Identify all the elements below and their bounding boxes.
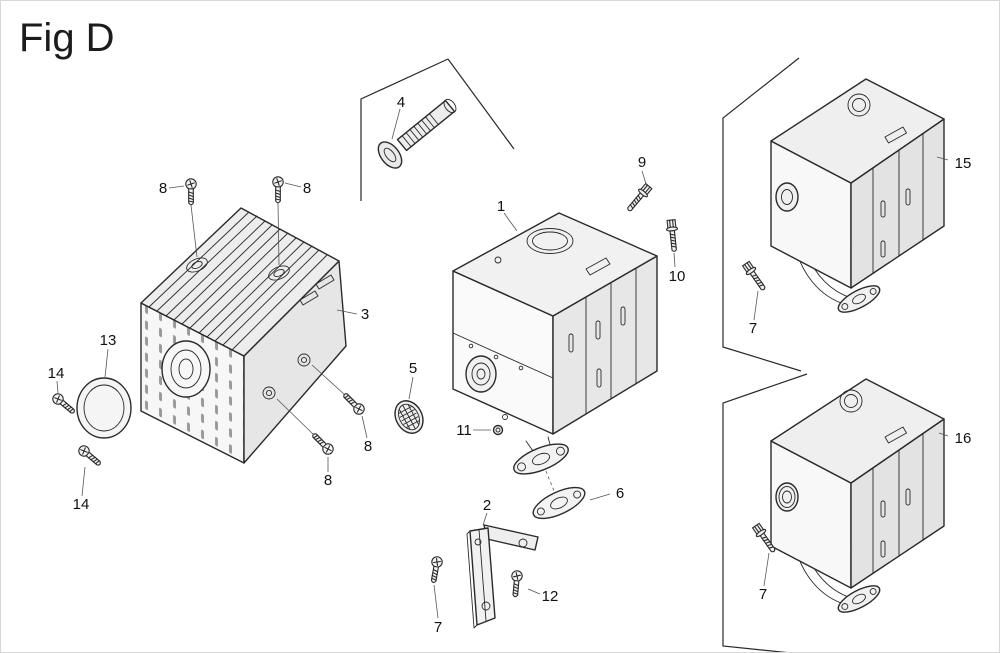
part-label-7a: 7	[434, 619, 442, 636]
part-label-10: 10	[669, 268, 686, 285]
part-label-12: 12	[542, 588, 559, 605]
part-label-4: 4	[397, 94, 405, 111]
part-7-bolt-b	[740, 259, 769, 294]
inset-frame-16	[722, 373, 808, 652]
part-16-muffler-assembly	[770, 378, 945, 613]
part-12-screw	[509, 569, 524, 598]
part-14-screw-a	[50, 391, 78, 417]
part-15-muffler-assembly	[770, 78, 945, 313]
part-10-bolt	[665, 218, 681, 253]
part-13-cap	[76, 377, 132, 439]
leader-lines	[56, 108, 949, 619]
part-3-muffler-protector	[140, 207, 347, 464]
part-label-16: 16	[955, 430, 972, 447]
part-9-bolt	[623, 182, 654, 215]
inset-frame-15	[722, 57, 802, 372]
part-1-muffler	[452, 212, 658, 475]
part-label-9: 9	[638, 154, 646, 171]
part-label-15: 15	[955, 155, 972, 172]
part-label-8a: 8	[159, 180, 167, 197]
part-4-pipe	[377, 98, 457, 169]
part-label-1: 1	[497, 198, 505, 215]
part-label-13: 13	[100, 332, 117, 349]
part-label-2: 2	[483, 497, 491, 514]
part-label-8d: 8	[324, 472, 332, 489]
part-label-8c: 8	[364, 438, 372, 455]
part-6-gasket	[532, 486, 586, 520]
part-2-bracket	[466, 524, 539, 629]
part-5-arrester	[394, 400, 424, 434]
part-label-7b: 7	[749, 320, 757, 337]
part-label-8b: 8	[303, 180, 311, 197]
part-label-14a: 14	[48, 365, 65, 382]
part-14-screw-b	[76, 443, 104, 469]
part-label-5: 5	[409, 360, 417, 377]
part-label-3: 3	[361, 306, 369, 323]
part-11-nut	[492, 424, 504, 436]
part-label-7c: 7	[759, 586, 767, 603]
part-8-screw-b	[272, 176, 284, 204]
part-label-6: 6	[616, 485, 624, 502]
part-4-inset-frame	[360, 58, 515, 201]
part-label-14b: 14	[73, 496, 90, 513]
part-label-11: 11	[456, 422, 472, 439]
part-8-screw-a	[185, 178, 197, 206]
figure-title: Fig D	[19, 16, 115, 60]
part-7-screw-a	[427, 555, 444, 584]
